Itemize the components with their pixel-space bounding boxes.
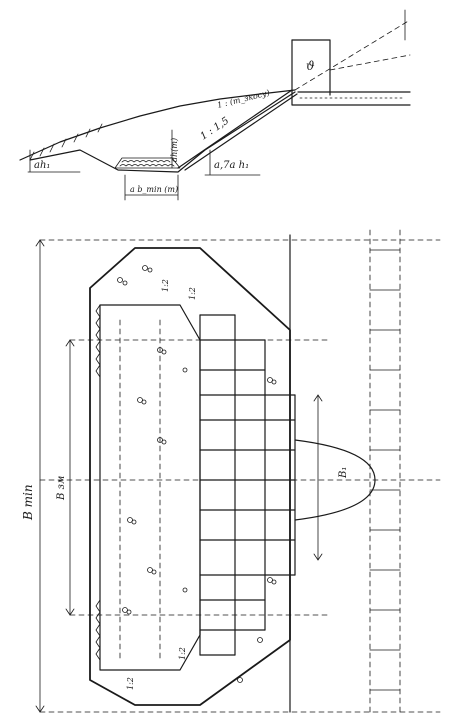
ground-slope-line bbox=[19, 89, 296, 161]
plan-view: B min B зм B₁ 1:2 1:2 1:2 1:2 bbox=[21, 229, 441, 713]
label-b1: B₁ bbox=[338, 467, 349, 479]
road-dashed-lines bbox=[369, 229, 401, 713]
label-depth-left: ah₁ bbox=[34, 160, 50, 171]
outlet-semi-ellipse bbox=[294, 439, 376, 521]
plan-top-border bbox=[39, 239, 441, 713]
plan-vertical-axis bbox=[69, 339, 331, 616]
left-edge-texture bbox=[95, 304, 101, 661]
label-b-inner: B зм bbox=[56, 476, 67, 501]
plan-inner-dashed bbox=[119, 319, 161, 661]
label-slope-top-mid: 1:2 bbox=[188, 287, 197, 300]
label-slope-bottom-mid: 1:2 bbox=[178, 647, 187, 660]
cross-section-profile: 1 : (m_зкосу) 1 : 1,5 ah₁ a,7a h₁ a b_mi… bbox=[19, 9, 411, 201]
label-wall-mark: ϑ bbox=[306, 59, 315, 73]
trench-outline bbox=[29, 91, 296, 173]
dimension-b-inner bbox=[65, 339, 75, 616]
label-slope-mid: 1 : 1,5 bbox=[199, 115, 232, 142]
ground-hatching bbox=[29, 123, 103, 161]
label-slope-top-right: 1:2 bbox=[161, 279, 170, 292]
label-b-min: B min bbox=[21, 484, 35, 521]
left-depth-dimension bbox=[27, 149, 81, 173]
label-depth-right: a,7a h₁ bbox=[214, 160, 249, 171]
right-depth-dimension bbox=[204, 149, 261, 176]
dimension-b-min bbox=[35, 239, 45, 713]
masonry-grid bbox=[199, 314, 296, 656]
headwall-structure bbox=[291, 9, 411, 106]
bottom-width-dimension bbox=[124, 174, 179, 201]
label-slope-bottom-left: 1:2 bbox=[126, 677, 135, 690]
label-riprap-height: dh(m) bbox=[170, 138, 179, 162]
label-slope-top: 1 : (m_зкосу) bbox=[216, 88, 270, 110]
slope-lining bbox=[177, 89, 298, 171]
road-ticks bbox=[369, 249, 401, 691]
stone-symbols bbox=[117, 265, 277, 683]
label-bottom-width: a b_min (m) bbox=[130, 185, 178, 194]
dimension-b1 bbox=[313, 394, 323, 561]
